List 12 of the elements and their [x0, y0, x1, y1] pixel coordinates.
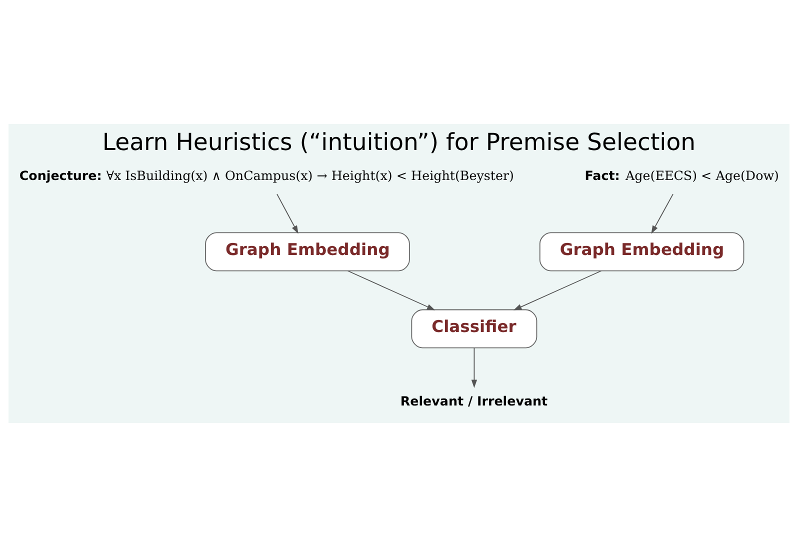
arrow — [276, 193, 298, 234]
arrow — [513, 270, 602, 310]
node-box: Graph Embedding — [205, 232, 410, 271]
arrow — [347, 270, 436, 310]
node-box: Graph Embedding — [539, 232, 744, 271]
diagram-title: Learn Heuristics (“intuition”) for Premise Selection — [102, 128, 696, 156]
node-text: Conjecture: ∀x IsBuilding(x) ∧ OnCampus(x) → Height(x) < Height(Beyster) — [19, 167, 514, 182]
node-text: Relevant / Irrelevant — [400, 393, 548, 408]
node-text: Fact: Age(EECS) < Age(Dow) — [584, 167, 780, 182]
arrow — [651, 193, 674, 234]
arrow — [471, 347, 478, 388]
node-box: Classifier — [411, 308, 538, 348]
